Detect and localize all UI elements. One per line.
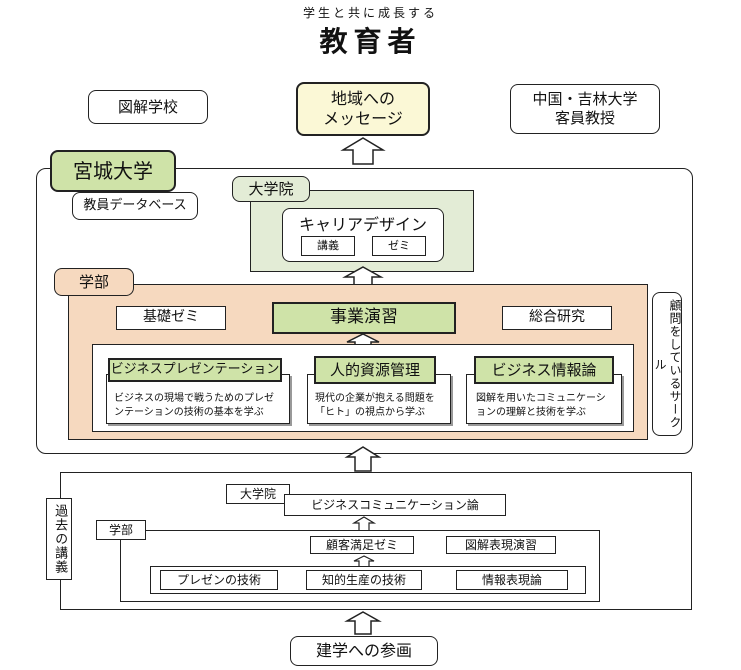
- header-subtitle: 学生と共に成長する: [302, 6, 438, 20]
- graduate-label: 大学院: [232, 176, 310, 202]
- header-title: 教育者: [319, 25, 422, 58]
- arrow-to-message: [340, 137, 386, 165]
- arrow-to-university: [344, 446, 382, 472]
- diagram-school-box: 図解学校: [88, 90, 208, 124]
- database-box: 教員データベース: [72, 192, 198, 220]
- faculty-label: 学部: [54, 268, 134, 296]
- lecture-box: 講義: [301, 236, 355, 256]
- general-research-box: 総合研究: [502, 306, 612, 330]
- course-presentation-desc: ビジネスの現場で戦うためのプレゼンテーションの技術の基本を学ぶ: [114, 393, 274, 418]
- career-design-title: キャリアデザイン: [298, 215, 427, 234]
- china-professor-text: 中国・吉林大学 客員教授: [532, 90, 638, 127]
- course-presentation-title: ビジネスプレゼンテーション: [108, 358, 282, 382]
- message-box: 地域への メッセージ: [296, 82, 430, 136]
- university-name: 宮城大学: [50, 150, 176, 192]
- advisor-circle-box: 顧問をしているサークル: [652, 292, 682, 436]
- seminar-box: ゼミ: [372, 236, 426, 256]
- info-expression-box: 情報表現論: [456, 570, 568, 590]
- course-hrm-title: 人的資源管理: [314, 356, 436, 384]
- business-practice-box: 事業演習: [272, 302, 456, 334]
- past-graduate-label: 大学院: [226, 484, 290, 504]
- course-info-desc: 図解を用いたコミュニケーションの理解と技術を学ぶ: [476, 393, 606, 418]
- china-professor-box: 中国・吉林大学 客員教授: [510, 84, 660, 134]
- arrow-to-past: [344, 611, 382, 635]
- customer-seminar-box: 顧客満足ゼミ: [310, 536, 414, 554]
- past-faculty-label: 学部: [96, 520, 146, 540]
- course-hrm-desc: 現代の企業が抱える問題を「ヒト」の視点から学ぶ: [315, 393, 435, 418]
- message-text: 地域への メッセージ: [323, 89, 403, 128]
- intellectual-skill-box: 知的生産の技術: [306, 570, 422, 590]
- diagram-practice-box: 図解表現演習: [446, 536, 556, 554]
- biz-comm-box: ビジネスコミュニケーション論: [284, 494, 506, 516]
- participation-box: 建学への参画: [290, 636, 438, 666]
- course-info-title: ビジネス情報論: [474, 356, 614, 384]
- basic-seminar-box: 基礎ゼミ: [116, 306, 226, 330]
- past-label: 過去の講義: [46, 498, 72, 580]
- presentation-skill-box: プレゼンの技術: [160, 570, 278, 590]
